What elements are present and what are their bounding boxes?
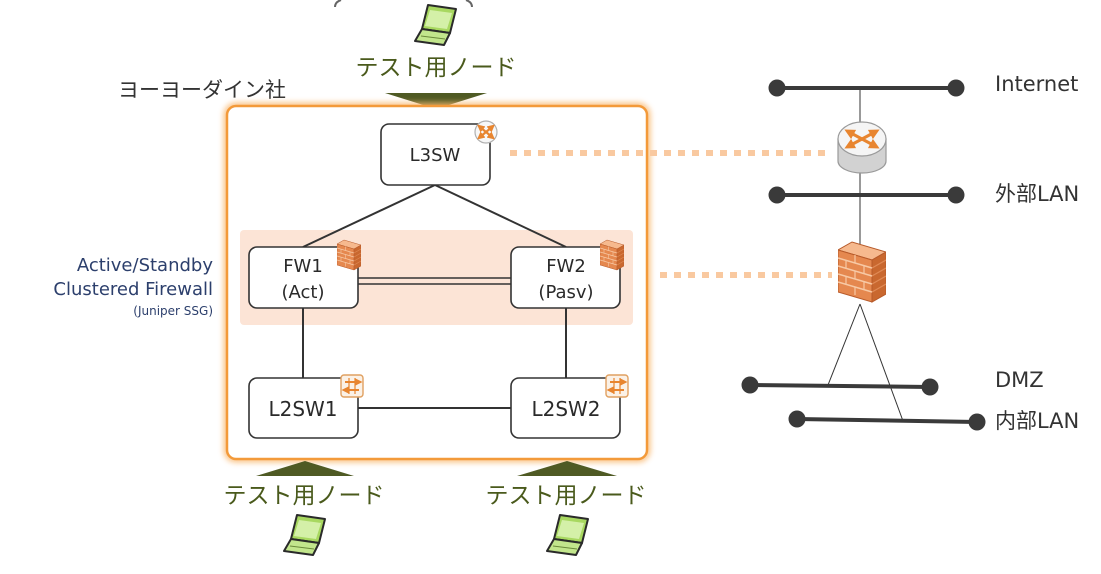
- network-bus-external-lan: [768, 186, 965, 204]
- link-fw1-fw2-ha: [358, 277, 511, 285]
- arrow-up-to-l2sw1: [256, 461, 354, 476]
- link-l3sw-fw1: [302, 184, 436, 248]
- device-name-fw2: FW2: [546, 256, 586, 277]
- test-node-label-top: テスト用ノード: [356, 55, 517, 81]
- device-fw1[interactable]: FW1 (Act): [248, 246, 359, 309]
- cut-off-bracket-right: [465, 0, 473, 8]
- device-label-l2sw2: L2SW2: [531, 397, 600, 421]
- link-l3sw-fw2: [434, 184, 567, 248]
- cluster-label-title: Active/Standby: [77, 255, 214, 276]
- link-firewall-internal: [859, 303, 904, 422]
- laptop-icon: [283, 514, 326, 556]
- network-label-external-lan: 外部LAN: [995, 182, 1079, 206]
- laptop-icon: [546, 514, 589, 556]
- firewall-icon: [337, 239, 361, 271]
- device-role-fw2: (Pasv): [538, 282, 593, 303]
- router-icon: [475, 121, 497, 143]
- network-label-internet: Internet: [995, 72, 1078, 96]
- arrow-down-to-l3sw: [385, 93, 487, 109]
- cluster-label-vendor: (Juniper SSG): [133, 304, 213, 318]
- test-node-label-right: テスト用ノード: [486, 483, 647, 509]
- network-bus-internet: [768, 79, 965, 97]
- device-name-fw1: FW1: [283, 256, 323, 277]
- link-firewall-dmz: [827, 303, 861, 386]
- laptop-icon: [414, 4, 457, 46]
- device-l2sw2[interactable]: L2SW2: [510, 377, 621, 439]
- firewall-icon: [838, 241, 886, 303]
- network-label-internal-lan: 内部LAN: [995, 409, 1079, 433]
- test-node-label-left: テスト用ノード: [224, 483, 385, 509]
- company-name: ヨーヨーダイン社: [118, 78, 286, 102]
- switch-icon: [606, 375, 628, 397]
- device-role-fw1: (Act): [282, 282, 325, 303]
- device-fw2[interactable]: FW2 (Pasv): [510, 246, 621, 309]
- cluster-label-subtitle: Clustered Firewall: [53, 279, 213, 300]
- firewall-icon: [600, 239, 624, 271]
- device-label-l3sw: L3SW: [410, 145, 461, 166]
- device-l3sw[interactable]: L3SW: [380, 123, 491, 186]
- network-label-dmz: DMZ: [995, 368, 1044, 392]
- device-label-l2sw1: L2SW1: [268, 397, 337, 421]
- switch-icon: [341, 375, 363, 397]
- network-bus-internal-lan: [788, 410, 986, 431]
- network-bus-dmz: [741, 376, 939, 396]
- cut-off-bracket-left: [334, 0, 342, 8]
- router-icon: [838, 122, 886, 173]
- device-l2sw1[interactable]: L2SW1: [248, 377, 359, 439]
- arrow-up-to-l2sw2: [517, 461, 617, 476]
